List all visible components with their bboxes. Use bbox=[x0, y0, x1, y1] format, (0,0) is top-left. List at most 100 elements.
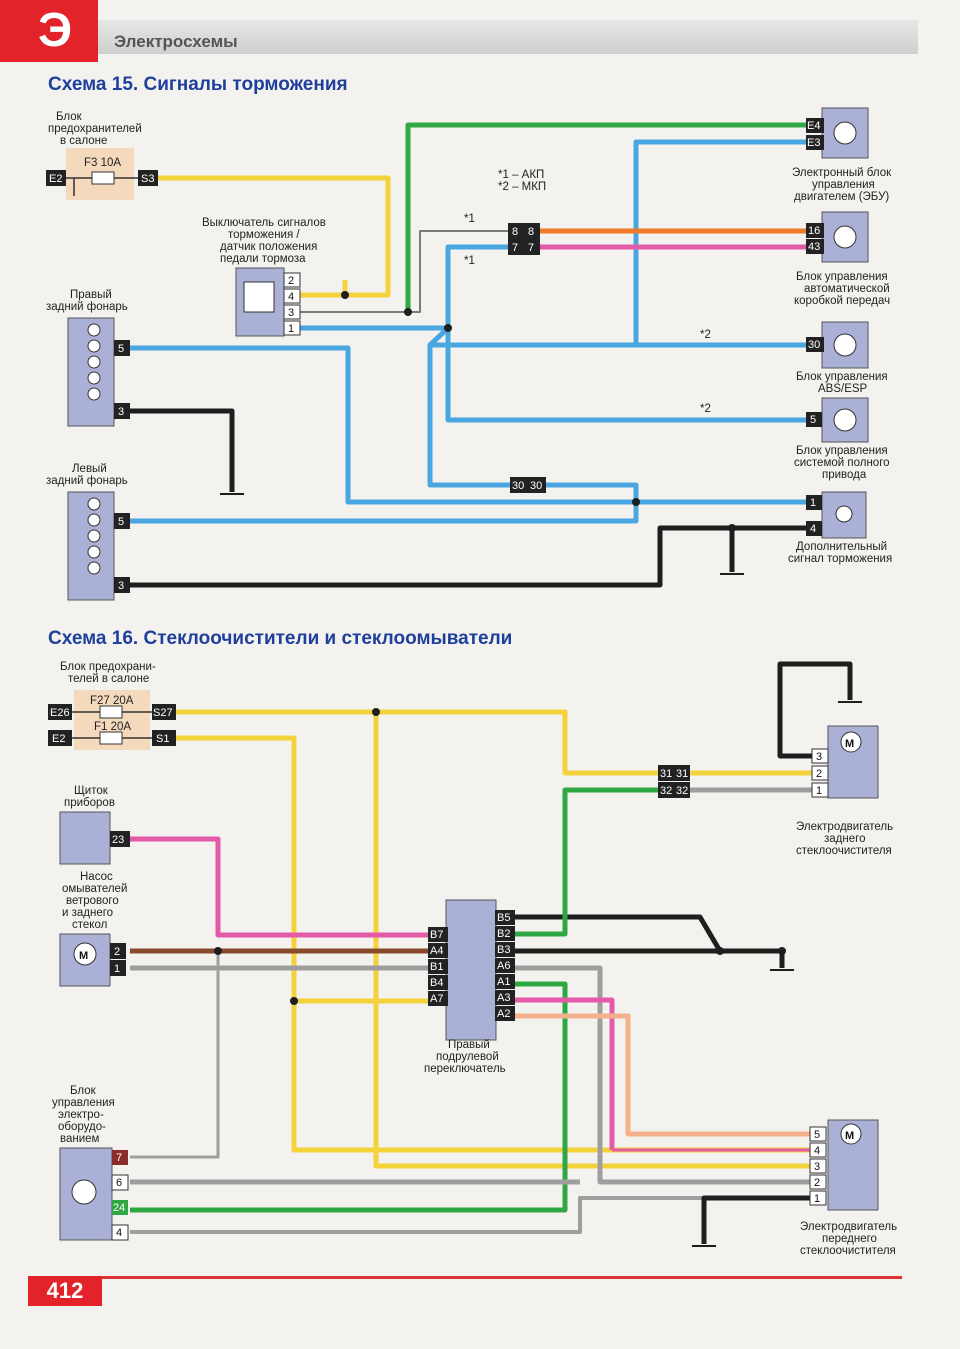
rear-wiper-motor-icon bbox=[840, 731, 862, 753]
column-switch-pin-a1 bbox=[495, 974, 515, 989]
rear-wiper-motor-body bbox=[827, 725, 879, 799]
ecu-pin-e4-label: E4 bbox=[807, 120, 820, 132]
connector-7-left bbox=[508, 239, 524, 255]
junction-dot bbox=[716, 947, 724, 955]
section-tab-letter: Э bbox=[38, 4, 73, 57]
wire-salmon-a2-front-motor bbox=[515, 1013, 812, 1137]
connector-30-left-label: 30 bbox=[512, 480, 524, 492]
akp-label-2: автоматической bbox=[804, 283, 890, 295]
ecu-label-1: Электронный блок bbox=[792, 167, 892, 179]
fuse-pin-s1 bbox=[152, 730, 176, 746]
column-switch-pin-b4-label: B4 bbox=[430, 977, 443, 989]
abs-icon bbox=[833, 333, 857, 357]
awd-label-1: Блок управления bbox=[796, 445, 888, 457]
junction-dot bbox=[444, 324, 452, 332]
rear-motor-pin-2 bbox=[811, 765, 829, 781]
lamp-bulb-icon bbox=[87, 387, 101, 401]
front-wiper-motor-icon bbox=[840, 1123, 862, 1145]
wire-black-rear-motor-ground bbox=[777, 661, 853, 759]
brake-switch-pin-1-label: 1 bbox=[288, 323, 294, 335]
pump-motor-symbol: M bbox=[79, 950, 88, 962]
brake-switch-pin-1 bbox=[283, 320, 301, 336]
ecu-pin-e4 bbox=[806, 118, 824, 133]
bcm-label-2: управления bbox=[52, 1097, 115, 1109]
fuse-block16-label-2: телей в салоне bbox=[68, 673, 149, 685]
rear-motor-pin-3 bbox=[811, 748, 829, 764]
front-motor-pin-5-label: 5 bbox=[814, 1129, 820, 1141]
wire-black-left-lamp-extra bbox=[130, 525, 806, 588]
connector-30-right-label: 30 bbox=[530, 480, 542, 492]
right-lamp-label-2: задний фонарь bbox=[46, 301, 128, 313]
wire-blue-left-lamp bbox=[130, 502, 639, 524]
front-motor-label-2: переднего bbox=[822, 1233, 877, 1245]
left-lamp-pin-3 bbox=[114, 577, 130, 593]
column-switch-pin-b7 bbox=[428, 927, 448, 942]
brake-switch-pin-4-label: 4 bbox=[288, 291, 294, 303]
column-switch-pin-b4 bbox=[428, 975, 448, 990]
wire-blue-abs bbox=[427, 326, 806, 348]
wire-pink-a3 bbox=[515, 997, 615, 1150]
fuse-block-label-2: предохранителей bbox=[48, 123, 142, 135]
lamp-bulb-icon bbox=[87, 355, 101, 369]
page-number: 412 bbox=[28, 1276, 102, 1306]
wire-black-right-lamp-ground bbox=[130, 408, 235, 492]
bcm-label-5: ванием bbox=[60, 1133, 100, 1145]
note-akp: *1 – АКП bbox=[498, 169, 544, 181]
connector-31-right bbox=[674, 765, 690, 781]
connector-32-right bbox=[674, 782, 690, 798]
cluster-pin-23 bbox=[110, 831, 130, 847]
connector-8-right bbox=[524, 223, 540, 239]
wire-blue-ecu bbox=[633, 139, 806, 345]
brake-switch-label-1: Выключатель сигналов bbox=[202, 217, 326, 229]
rear-wiper-motor-symbol: M bbox=[845, 738, 854, 750]
wire-black-b3-ground bbox=[515, 948, 785, 968]
wire-green-a1-bcm bbox=[130, 981, 568, 1213]
connector-8-left-label: 8 bbox=[512, 226, 518, 238]
brake-switch-label-3: датчик положения bbox=[220, 241, 317, 253]
column-switch-label-1: Правый bbox=[448, 1039, 490, 1051]
star-note-2a: *2 bbox=[700, 329, 711, 341]
fuse-block-label-1: Блок bbox=[56, 111, 83, 123]
extra-brake-pin-4-label: 4 bbox=[810, 523, 816, 535]
wire-black-front-motor-ground bbox=[701, 1195, 812, 1244]
awd-pin-5 bbox=[806, 412, 822, 427]
star-note-2b: *2 bbox=[700, 403, 711, 415]
column-switch-pin-b2-label: B2 bbox=[497, 928, 510, 940]
front-motor-label-3: стеклоочистителя bbox=[800, 1245, 896, 1257]
fuse-pin-s1-label: S1 bbox=[156, 733, 169, 745]
cluster-pin-23-label: 23 bbox=[112, 834, 124, 846]
rear-motor-pin-1-label: 1 bbox=[816, 785, 822, 797]
pump-pin-1-label: 1 bbox=[114, 963, 120, 975]
wire-grey-bcm-pin4 bbox=[130, 1196, 812, 1234]
column-switch-pin-a3-label: A3 bbox=[497, 992, 510, 1004]
front-motor-pin-5 bbox=[809, 1126, 827, 1142]
extra-brake-pin-1-label: 1 bbox=[810, 497, 816, 509]
brake-switch-pin-4 bbox=[283, 288, 301, 304]
connector-30-left bbox=[510, 477, 528, 493]
connector-7-right-label: 7 bbox=[528, 242, 534, 254]
awd-icon bbox=[833, 408, 857, 432]
fuse-pin-s3-label: S3 bbox=[141, 173, 154, 185]
wire-green-b2-conn32 bbox=[515, 787, 660, 937]
left-lamp-body bbox=[67, 491, 115, 601]
wire-black-b5 bbox=[515, 914, 723, 953]
column-switch-pin-a7-label: A7 bbox=[430, 993, 443, 1005]
fuse-pin-s3 bbox=[138, 170, 158, 186]
wire-yellow-s1-switch-a7 bbox=[176, 735, 430, 1004]
page-header: Э Электросхемы bbox=[0, 0, 960, 62]
wire-pink-cluster-switch bbox=[130, 836, 430, 938]
connector-31-left bbox=[658, 765, 674, 781]
column-switch-pin-b1 bbox=[428, 959, 448, 974]
akp-label-1: Блок управления bbox=[796, 271, 888, 283]
pump-motor-icon bbox=[73, 942, 97, 966]
brake-switch-pin-3 bbox=[283, 304, 301, 320]
left-lamp-label-2: задний фонарь bbox=[46, 475, 128, 487]
connector-32-left-label: 32 bbox=[660, 785, 672, 797]
bcm-pin-24-label: 24 bbox=[113, 1202, 125, 1214]
ecu-label-2: управления bbox=[812, 179, 875, 191]
akp-pin-43-label: 43 bbox=[808, 241, 820, 253]
lamp-bulb-icon bbox=[87, 529, 101, 543]
cluster-label-2: приборов bbox=[64, 797, 115, 809]
fuse-pin-e2 bbox=[46, 170, 66, 186]
bcm-pin-6 bbox=[111, 1174, 129, 1191]
